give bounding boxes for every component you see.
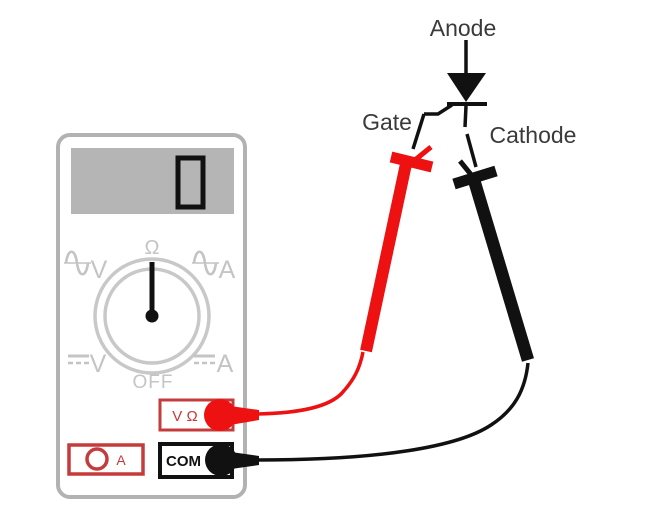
dial-label-ac-volts: V	[91, 256, 108, 284]
display-digit	[175, 155, 206, 210]
dial-label-dc-amps: A	[217, 350, 234, 378]
red-probe-tip	[413, 145, 433, 162]
black-plug	[205, 444, 259, 476]
red-probe-guard	[389, 151, 434, 173]
black-test-lead-wire	[256, 362, 530, 462]
jack-amps-hole-icon	[85, 447, 109, 471]
black-probe-body	[468, 178, 534, 362]
black-probe	[452, 159, 534, 362]
scr-cathode-lead-lower	[465, 133, 478, 168]
red-test-lead-wire	[257, 351, 365, 416]
multimeter-display	[71, 148, 234, 214]
ac-sine-symbol	[192, 250, 218, 276]
dial-label-dc-volts: V	[90, 350, 107, 378]
jack-volt-ohm-label: V Ω	[172, 408, 197, 425]
dial-pointer-pivot	[145, 309, 159, 323]
label-anode: Anode	[430, 15, 497, 41]
scr-symbol	[411, 40, 487, 168]
red-probe	[360, 145, 434, 353]
red-probe-body	[360, 162, 412, 353]
black-probe-guard	[452, 165, 498, 190]
jack-amps-label: A	[116, 452, 126, 468]
scr-gate-lead	[411, 113, 426, 150]
dc-volts-setting: V	[68, 350, 107, 378]
ac-sine-symbol	[64, 250, 90, 276]
dial-label-ac-amps: A	[219, 256, 236, 284]
ac-volts-setting: V	[64, 250, 108, 284]
jack-common-label: COM	[166, 453, 201, 470]
label-gate: Gate	[362, 109, 412, 135]
scr-cathode-lead-upper	[463, 105, 468, 128]
ac-amps-setting: A	[192, 250, 236, 284]
dial-label-ohms: Ω	[145, 237, 160, 259]
dial-label-off: OFF	[133, 372, 174, 393]
dc-amps-setting: A	[194, 350, 234, 378]
scr-triangle	[447, 73, 486, 102]
multimeter: Ω V A V A OFF V Ω COM A	[56, 133, 247, 499]
scr-gate-stub	[424, 103, 453, 116]
red-plug	[204, 399, 259, 431]
label-cathode: Cathode	[490, 122, 577, 148]
